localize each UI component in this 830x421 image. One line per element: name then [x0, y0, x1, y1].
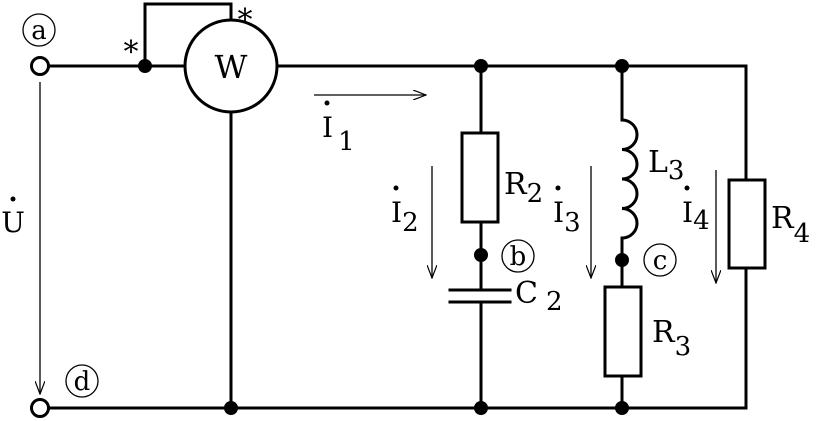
svg-text:c: c [653, 246, 668, 276]
svg-text:d: d [74, 367, 91, 397]
terminal-d [30, 398, 50, 418]
current-coil-star: * [124, 35, 139, 70]
capacitor-c2 [448, 288, 512, 304]
junction-dot [138, 59, 152, 73]
arrows [40, 82, 716, 394]
terminal-a [30, 56, 50, 76]
junctions [138, 59, 629, 415]
label-i2: I2 [391, 185, 419, 238]
svg-text:a: a [31, 16, 47, 46]
wires [46, 2, 748, 410]
wattmeter-symbol [183, 18, 279, 114]
voltage-coil-star: * [238, 3, 253, 38]
junction-dot [224, 401, 238, 415]
junction-dot [615, 59, 629, 73]
node-c-dot [615, 253, 629, 267]
node-label-c: c [643, 243, 677, 277]
label-r3: R3 [652, 315, 691, 362]
label-i4: I4 [682, 185, 710, 236]
svg-text:I1: I1 [322, 111, 355, 157]
label-l3: L3 [648, 145, 684, 186]
svg-text:U: U [1, 206, 25, 239]
label-r2: R2 [504, 167, 543, 209]
junction-dot [615, 401, 629, 415]
svg-text:b: b [510, 242, 527, 272]
junction-dot [474, 59, 488, 73]
resistor-r2 [460, 131, 500, 224]
resistor-r4 [727, 178, 767, 270]
junction-dot [474, 401, 488, 415]
node-label-d: d [65, 364, 99, 398]
inductor-l3 [620, 118, 639, 240]
node-b-dot [474, 248, 488, 262]
node-label-a: a [22, 13, 56, 47]
svg-text:I4: I4 [682, 196, 710, 236]
node-label-b: b [501, 239, 535, 273]
wattmeter-label: W [215, 48, 248, 86]
label-i3: I3 [553, 185, 581, 238]
label-r4: R4 [771, 201, 810, 249]
resistor-r3 [603, 285, 643, 378]
wattmeter: W * * [124, 3, 279, 114]
svg-text:I2: I2 [391, 196, 419, 238]
label-u: U [1, 196, 25, 239]
svg-text:I3: I3 [553, 196, 581, 238]
